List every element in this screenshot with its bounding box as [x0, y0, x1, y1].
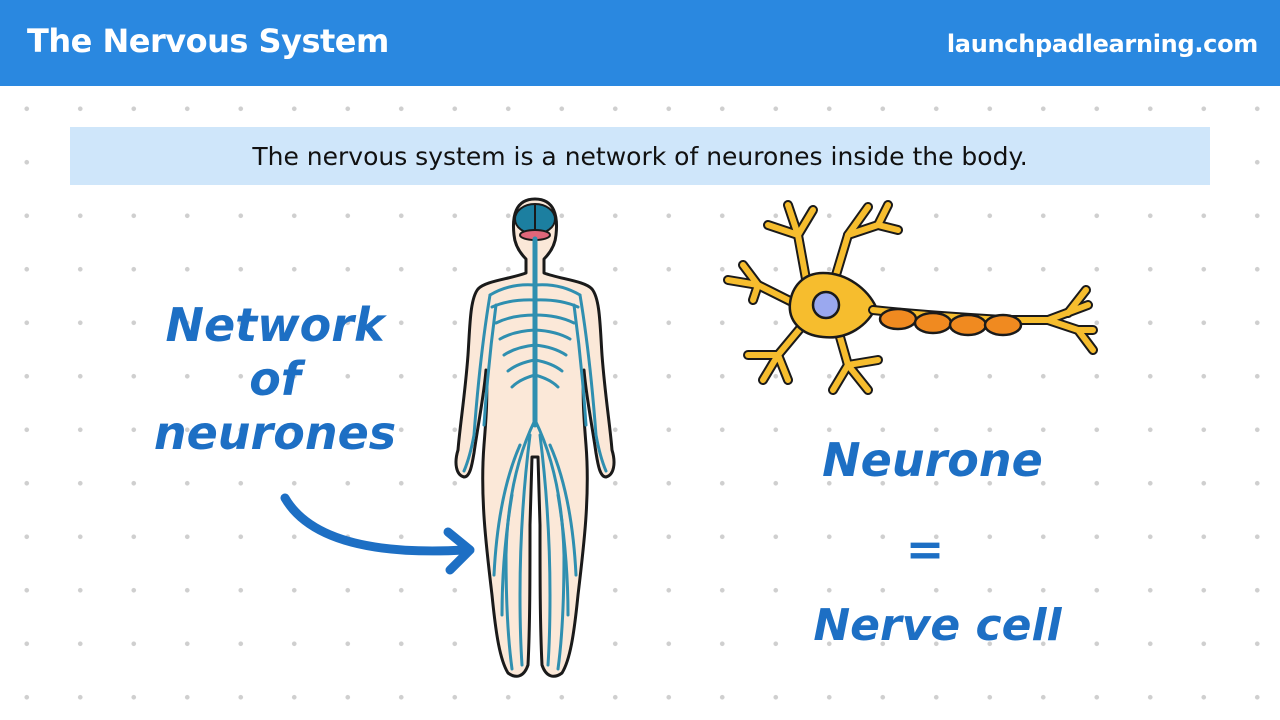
human-body-nervous-system-illustration	[454, 197, 616, 678]
network-label-line1: Network	[165, 298, 385, 352]
neurone-cell-illustration	[723, 200, 1098, 395]
network-label-line3: neurones	[153, 406, 397, 460]
equals-sign: =	[905, 522, 945, 576]
neurone-label: Neurone	[822, 433, 1043, 487]
header-bar: The Nervous System launchpadlearning.com	[0, 0, 1280, 86]
network-of-neurones-label: Network of neurones	[150, 298, 400, 460]
definition-text: The nervous system is a network of neuro…	[252, 141, 1028, 171]
page-title: The Nervous System	[27, 22, 389, 60]
nerve-cell-label: Nerve cell	[813, 600, 1062, 651]
curved-arrow-icon	[280, 493, 475, 575]
network-label-line2: of	[249, 352, 301, 406]
site-name[interactable]: launchpadlearning.com	[946, 30, 1258, 58]
definition-banner: The nervous system is a network of neuro…	[70, 127, 1210, 185]
